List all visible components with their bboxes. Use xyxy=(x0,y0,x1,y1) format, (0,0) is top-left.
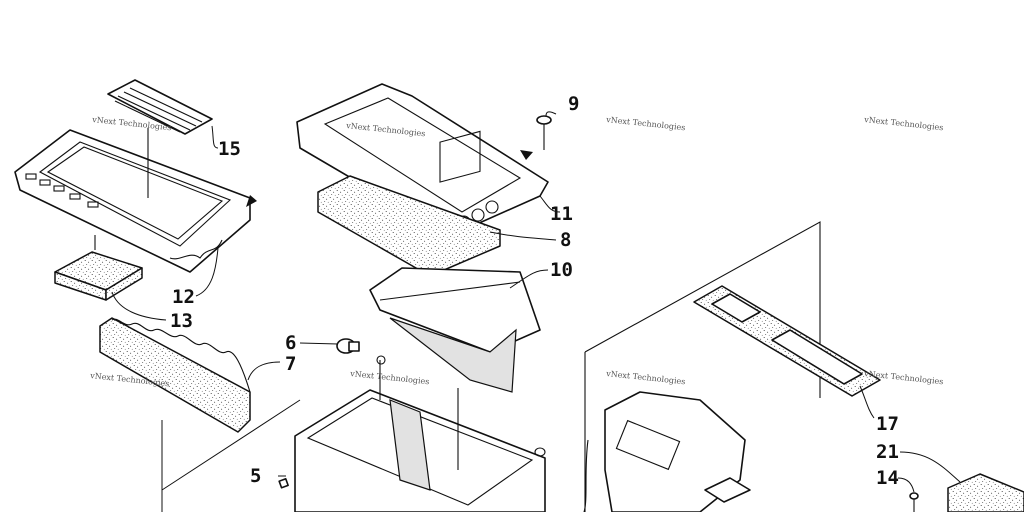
part-13-foam-block xyxy=(54,251,143,301)
part-6-knob xyxy=(336,338,360,354)
callout-9: 9 xyxy=(568,93,579,115)
callout-8: 8 xyxy=(560,229,571,251)
part-15-gasket xyxy=(693,285,881,397)
watermark-text: vNext Technologies xyxy=(605,369,686,386)
callout-21: 21 xyxy=(876,441,899,463)
right-panel xyxy=(583,221,821,512)
part-5-clip xyxy=(278,478,289,489)
part-11-tray xyxy=(296,83,549,237)
part-7-foam-strip xyxy=(99,317,251,433)
callout-7: 7 xyxy=(285,353,296,375)
part-10-housing xyxy=(369,267,541,393)
watermark-text: vNext Technologies xyxy=(349,369,430,386)
callout-13: 13 xyxy=(170,310,193,332)
part-21-foam xyxy=(947,473,1024,512)
callout-12: 12 xyxy=(172,286,195,308)
callout-6: 6 xyxy=(285,332,296,354)
part-8-foam-pad xyxy=(317,175,501,277)
callout-11: 11 xyxy=(550,203,573,225)
part-12-cover xyxy=(14,128,257,273)
watermark-text: vNext Technologies xyxy=(863,115,944,132)
leader-lines xyxy=(111,111,961,512)
callout-5: 5 xyxy=(250,465,261,487)
callout-labels: 15 12 13 6 7 5 9 11 8 10 17 21 14 xyxy=(170,93,899,489)
part-9-screw xyxy=(536,115,552,150)
part-17-screw xyxy=(909,492,919,512)
callout-14: 15 xyxy=(218,138,241,160)
callout-10: 10 xyxy=(550,259,573,281)
watermark-text: vNext Technologies xyxy=(605,115,686,132)
part-14-grille xyxy=(107,79,213,135)
callout-17: 14 xyxy=(876,467,899,489)
lower-box xyxy=(294,355,546,512)
callout-15: 17 xyxy=(876,413,899,435)
